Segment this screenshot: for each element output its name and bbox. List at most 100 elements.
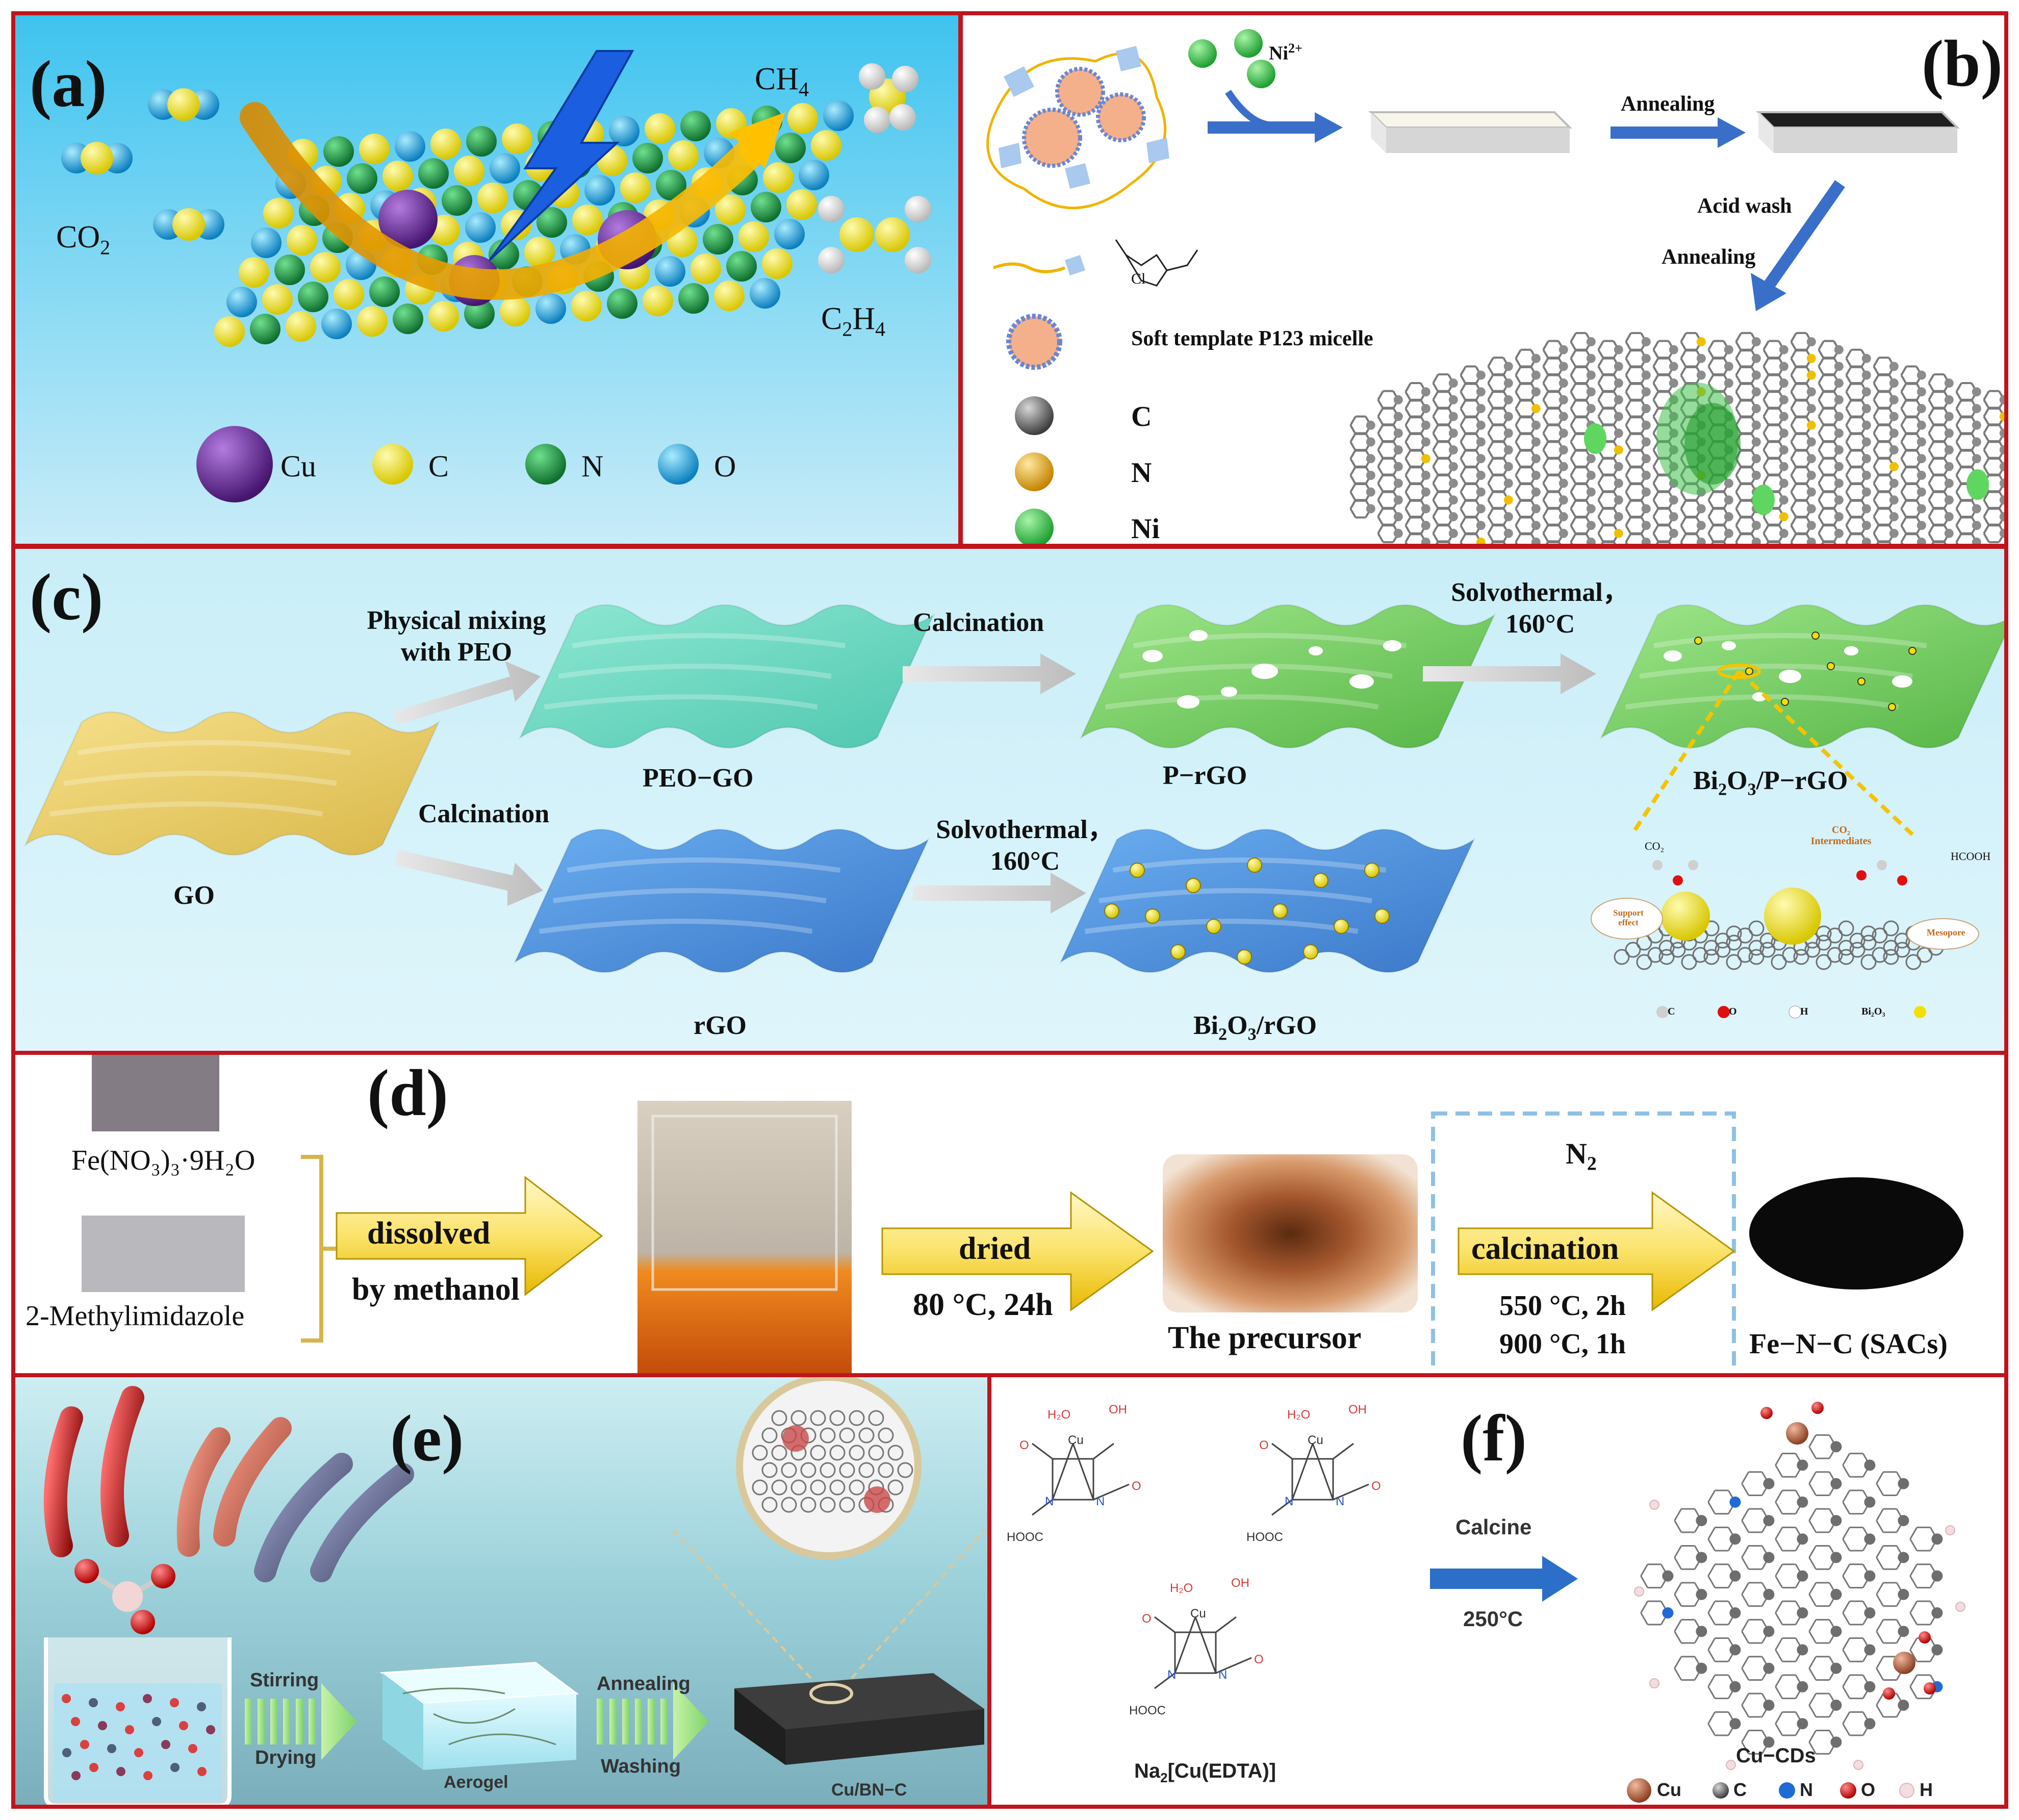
cc-bond: [1790, 433, 1797, 443]
cc-bond: [1983, 416, 1990, 426]
sheet-ripple: [1625, 694, 1899, 710]
bi2o3-particle: [1247, 857, 1262, 873]
cc-bond: [1983, 440, 1990, 451]
cc-bond: [1808, 1483, 1817, 1496]
inset-ring: [1658, 949, 1675, 965]
lattice-atom: [1614, 362, 1623, 371]
lattice-atom: [1558, 512, 1568, 521]
cc-bond: [1775, 1637, 1783, 1651]
lattice-atom: [1614, 528, 1623, 538]
cc-bond: [1432, 373, 1439, 384]
cc-bond: [1790, 533, 1797, 543]
cc-bond: [1515, 533, 1522, 543]
slab-atom: [395, 131, 425, 162]
bi2o3-dot: [1781, 698, 1789, 706]
lattice-atom: [1999, 512, 2004, 521]
cc-bond: [1808, 1741, 1817, 1755]
cc-bond: [1741, 1582, 1750, 1595]
cc-bond: [1542, 499, 1549, 510]
solution-particle: [116, 1702, 125, 1711]
cc-bond: [1680, 358, 1687, 368]
slab-atom: [251, 228, 282, 258]
cc-bond: [1570, 541, 1573, 544]
lattice-atom: [1696, 353, 1706, 363]
panel-b-label: (b): [1922, 27, 2003, 100]
lattice-ring: [761, 1497, 778, 1513]
slab-atom: [811, 130, 841, 161]
cc-bond: [1955, 416, 1962, 426]
cc-bond: [1597, 399, 1604, 409]
lattice-atom: [1751, 353, 1761, 363]
cu-site: [1786, 1422, 1808, 1445]
lattice-atom: [1641, 487, 1651, 497]
lattice-atom: [1696, 337, 1706, 346]
cc-bond: [1542, 349, 1549, 359]
lattice-atom: [1641, 537, 1651, 544]
lattice-atom: [1531, 387, 1541, 397]
cc-bond: [1741, 1594, 1750, 1607]
cc-bond: [1842, 1723, 1851, 1736]
cc-bond: [1680, 508, 1687, 518]
cc-bond: [1652, 373, 1659, 384]
lattice-atom: [1393, 495, 1403, 505]
cc-bond: [1928, 399, 1935, 409]
slab-atom: [535, 293, 566, 324]
cc-bond: [1873, 407, 1880, 417]
lattice-atom: [1421, 387, 1430, 397]
cc-bond: [1460, 541, 1463, 544]
cc-bond: [1876, 1594, 1884, 1607]
lattice-atom: [1972, 504, 1981, 514]
lattice-atom: [1999, 462, 2004, 471]
lattice-atom: [1366, 487, 1375, 497]
lattice-ring: [829, 1445, 846, 1461]
cc-bond: [1640, 1601, 1649, 1613]
lattice-atom: [1586, 353, 1596, 363]
cc-bond: [1931, 541, 1935, 544]
cc-bond: [1460, 474, 1467, 485]
cc-bond: [1762, 383, 1770, 393]
ni-cluster: [1684, 403, 1741, 485]
cc-bond: [1460, 525, 1467, 535]
cc-bond: [1928, 466, 1935, 476]
lattice-atom: [1696, 1552, 1707, 1563]
lattice-atom: [1503, 445, 1513, 455]
cc-bond: [1845, 408, 1852, 418]
inset-ring: [1827, 927, 1843, 944]
panel-e-label: (e): [390, 1402, 464, 1475]
lattice-atom: [1558, 395, 1568, 405]
h-atom: [1853, 1760, 1863, 1770]
cc-bond: [1674, 1667, 1682, 1681]
lattice-atom: [1669, 345, 1678, 355]
inset-ring: [1636, 954, 1652, 970]
lattice-atom: [1944, 462, 1954, 471]
panel-e: (e) Stirring Drying Annealing Washing Ae…: [11, 1373, 991, 1809]
edta-atom-label: N: [1096, 1495, 1105, 1508]
cc-bond: [1775, 1453, 1783, 1466]
lattice-atom: [1916, 370, 1926, 380]
cc-bond: [1487, 449, 1494, 460]
slab-atom: [250, 314, 280, 344]
cc-bond: [1818, 491, 1825, 501]
cc-bond: [1983, 491, 1990, 501]
panel-b: (b) Ni2+ Annealing Acid wash Annealing C…: [959, 11, 2008, 548]
h-atom: [1726, 1760, 1736, 1770]
cc-bond: [1652, 349, 1659, 359]
cc-bond: [1652, 399, 1659, 409]
cc-bond: [1570, 433, 1577, 443]
lattice-atom: [1797, 1681, 1808, 1692]
cc-bond: [1842, 1464, 1851, 1478]
panel-c-label: (c): [30, 561, 104, 634]
cc-bond: [1597, 340, 1604, 350]
lattice-ring: [839, 1462, 855, 1478]
cc-bond: [1707, 1527, 1716, 1539]
lattice-atom: [1724, 528, 1733, 538]
lattice-ring: [761, 1427, 778, 1444]
cc-bond: [1842, 1637, 1851, 1651]
cc-bond: [1818, 440, 1825, 451]
cc-bond: [1833, 541, 1836, 544]
pore: [1722, 641, 1736, 650]
cc-bond: [1808, 1667, 1817, 1681]
slab-atom: [382, 161, 413, 191]
cc-bond: [1487, 466, 1494, 476]
cc-bond: [1888, 541, 1892, 544]
